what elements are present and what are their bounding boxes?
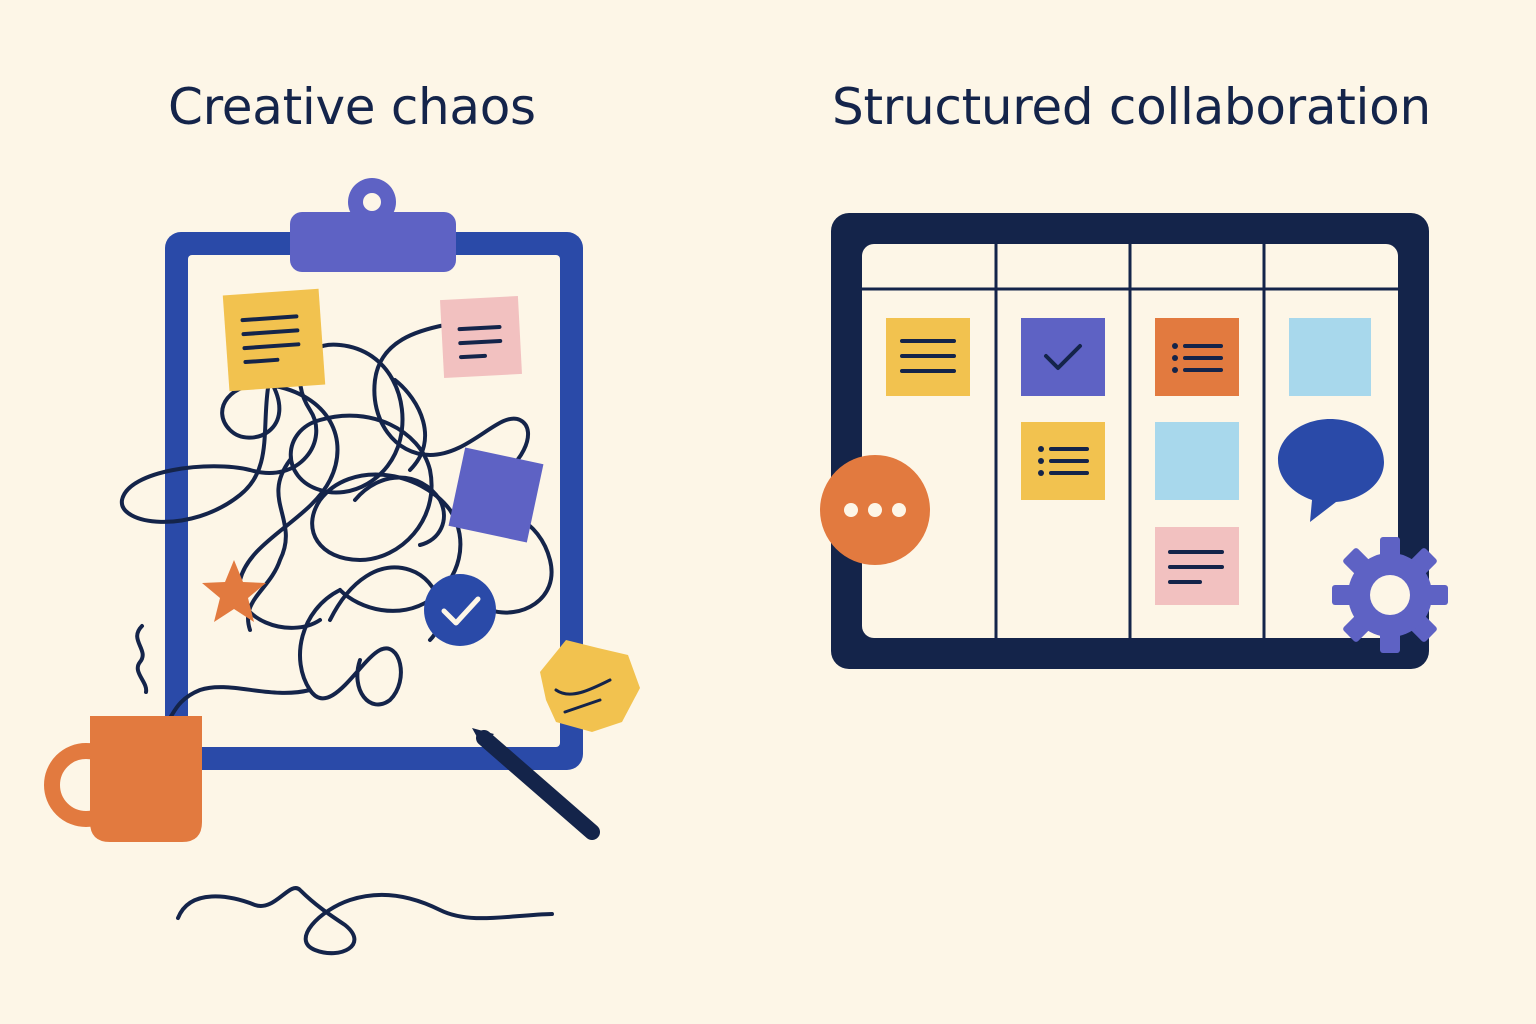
- kanban-board-icon: [831, 213, 1429, 669]
- structured-collaboration-title: Structured collaboration: [832, 78, 1431, 136]
- coffee-mug-icon: [44, 624, 202, 842]
- orange-list-card-icon: [1155, 318, 1239, 396]
- sticky-note-icon: [222, 288, 326, 392]
- checkbox-icon: [1021, 318, 1105, 396]
- gear-icon: [1332, 537, 1448, 653]
- light-blue-card-icon: [1289, 318, 1371, 396]
- blank-card-icon: [1155, 422, 1239, 500]
- list-icon: [1021, 422, 1105, 500]
- check-circle-icon: [424, 574, 496, 646]
- more-dots-icon: [820, 455, 930, 565]
- creative-chaos-title: Creative chaos: [168, 78, 536, 136]
- pink-note-icon: [440, 296, 522, 378]
- crumpled-note-icon: [540, 640, 640, 732]
- tangled-scribble-icon: [119, 323, 554, 720]
- purple-note-icon: [448, 447, 544, 543]
- pink-card-icon: [1155, 527, 1239, 605]
- pencil-icon: [472, 728, 600, 840]
- star-icon: [202, 560, 266, 622]
- chat-bubble-icon: [1278, 419, 1384, 522]
- scribble-icon: [176, 886, 554, 956]
- list-card-icon: [886, 318, 970, 396]
